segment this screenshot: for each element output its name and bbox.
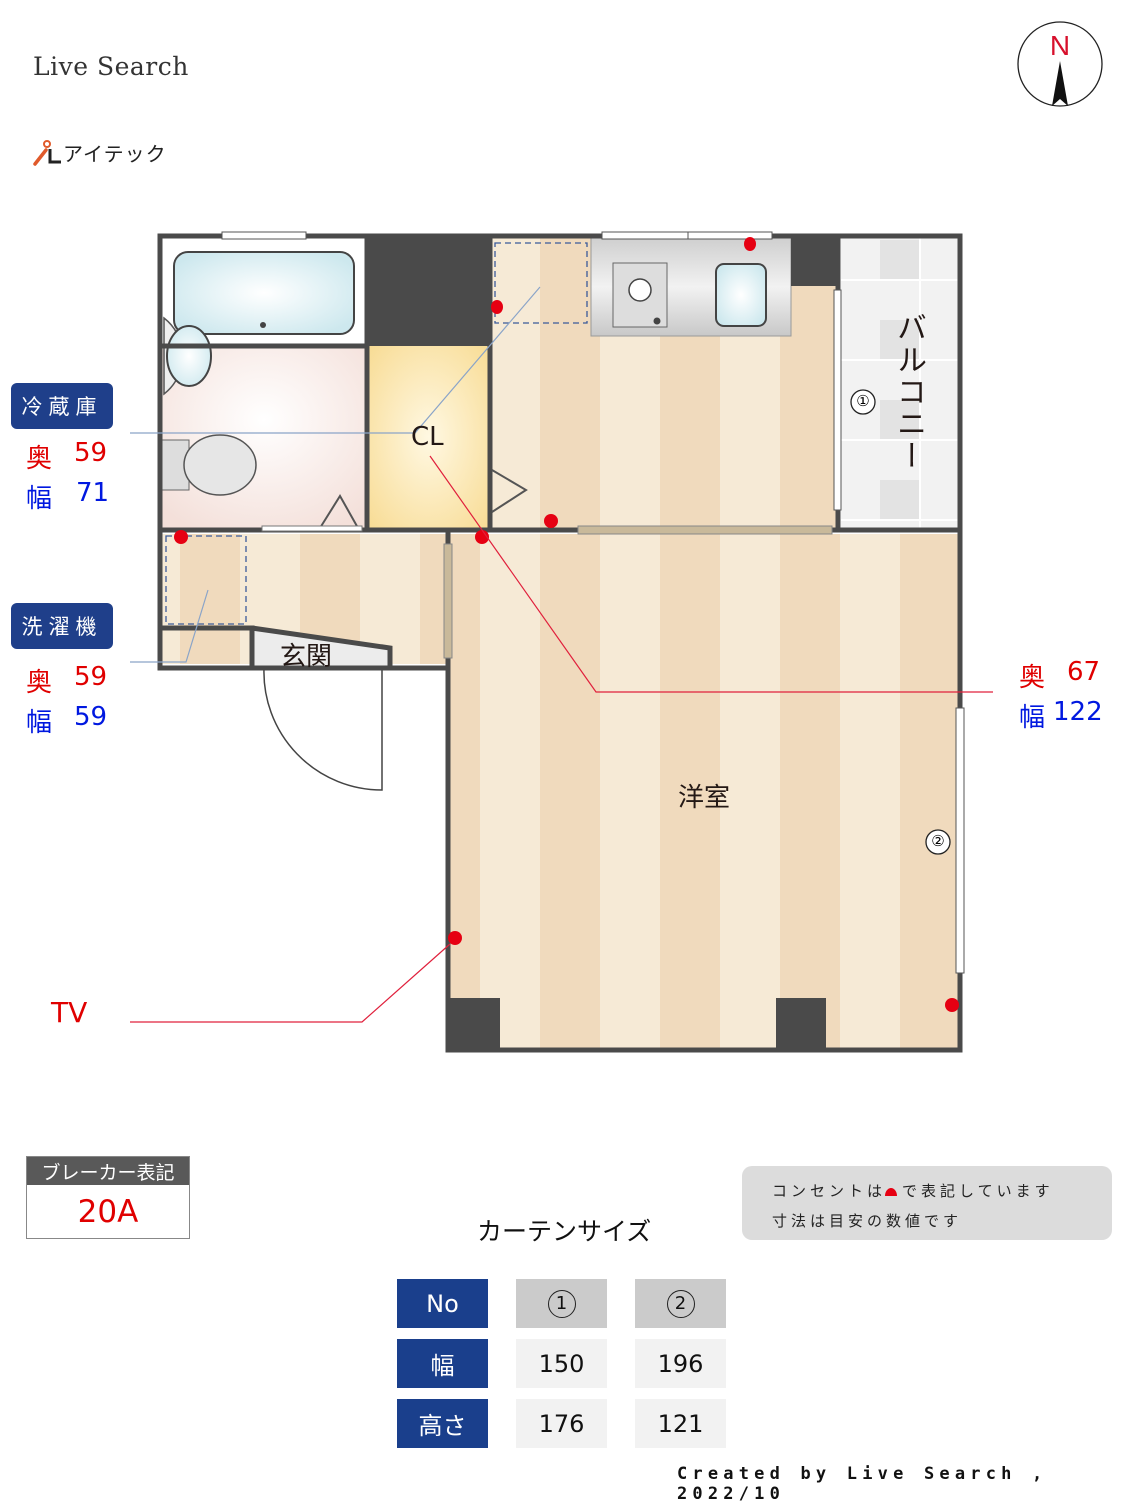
logo-mark-icon [33, 139, 61, 166]
western-room-label: 洋室 [678, 783, 731, 813]
curtain-no-1: 1 [516, 1279, 607, 1328]
curtain-height-2: 121 [635, 1399, 726, 1448]
north-compass-icon: N [1017, 21, 1103, 107]
curtain-no-2: 2 [635, 1279, 726, 1328]
closet-label: CL [411, 422, 444, 452]
compass-n-label: N [1050, 30, 1070, 61]
breaker-box: ブレーカー表記 20A [26, 1156, 190, 1239]
washer-label: 洗濯機 [11, 603, 113, 649]
curtain-size-title: カーテンサイズ [477, 1217, 652, 1246]
curtain-width-2: 196 [635, 1339, 726, 1388]
footer-credit: Created by Live Search , 2022/10 [677, 1464, 1048, 1504]
header-no: No [397, 1279, 488, 1328]
closet-depth: 奥 67 [1019, 657, 1101, 693]
balcony-label: バルコニー [891, 312, 926, 472]
washer-depth: 奥 59 [26, 662, 108, 698]
closet-width: 幅 122 [1019, 697, 1103, 733]
tv-outlet-label: TV [51, 996, 88, 1029]
entrance-label: 玄関 [280, 642, 333, 672]
washer-width: 幅 59 [26, 702, 108, 738]
window-marker-2: ② [931, 832, 945, 850]
breaker-title: ブレーカー表記 [27, 1157, 189, 1185]
fridge-depth: 奥 59 [26, 438, 108, 474]
legend-note: コンセントは で表記しています 寸法は目安の数値です [742, 1166, 1112, 1240]
fridge-width: 幅 71 [26, 478, 110, 514]
header-width: 幅 [397, 1339, 488, 1388]
brand-name: Live Search [33, 52, 189, 81]
logo-text: アイテック [63, 142, 167, 166]
floor-plan [130, 231, 993, 1053]
window-marker-1: ① [856, 392, 870, 410]
curtain-width-1: 150 [516, 1339, 607, 1388]
company-logo: アイテック [33, 138, 167, 167]
breaker-value: 20A [77, 1193, 139, 1230]
header-height: 高さ [397, 1399, 488, 1448]
curtain-height-1: 176 [516, 1399, 607, 1448]
fridge-label: 冷蔵庫 [11, 383, 113, 429]
outlet-symbol-icon [885, 1187, 898, 1196]
